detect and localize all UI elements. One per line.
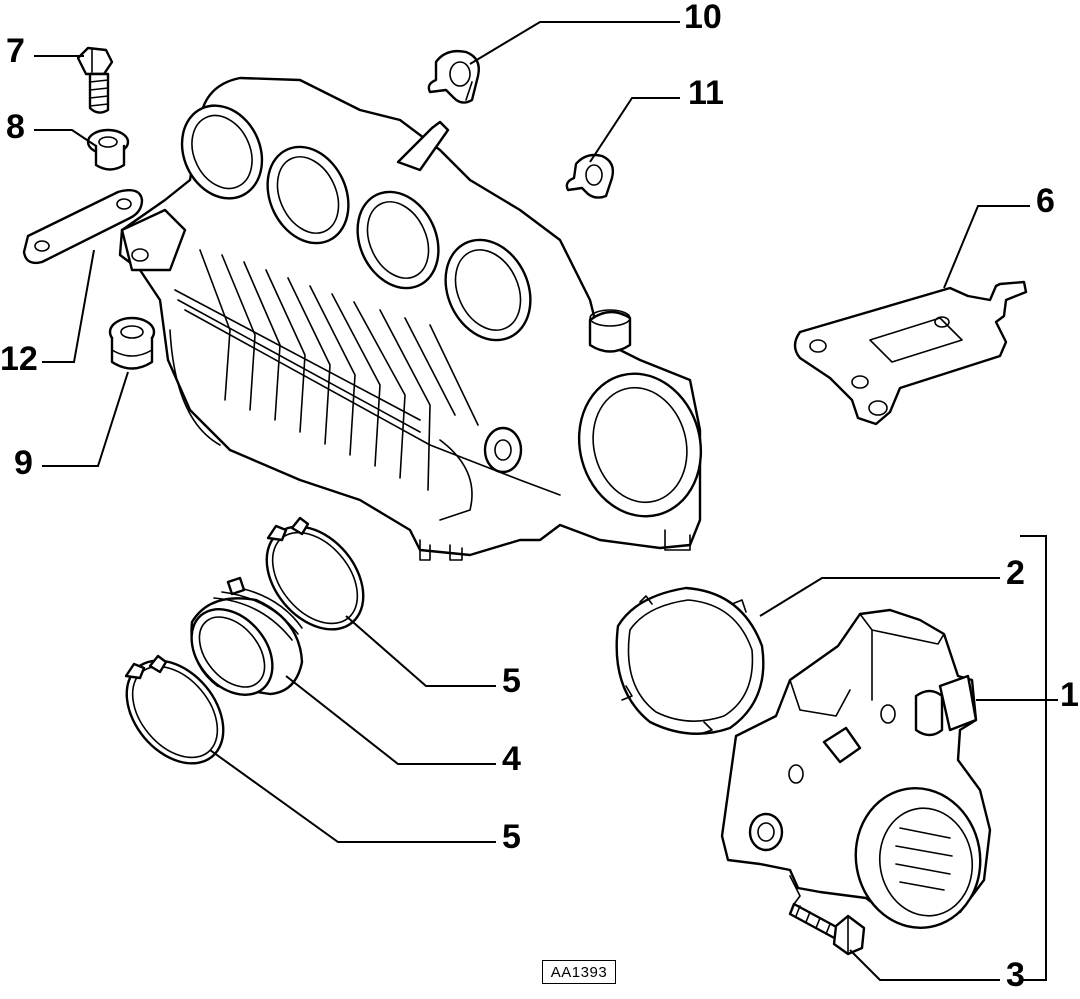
callout-4: 4 <box>502 740 521 778</box>
spacer-plate-icon <box>22 189 144 265</box>
callout-10: 10 <box>684 0 722 36</box>
rubber-sleeve-icon <box>190 576 304 696</box>
bushing-icon <box>86 128 130 171</box>
callout-7: 7 <box>6 32 25 70</box>
callout-5-upper: 5 <box>502 662 521 700</box>
pipe-clip-icon <box>427 49 480 104</box>
gasket-ring-icon <box>615 586 765 735</box>
callout-1: 1 <box>1060 676 1079 714</box>
grommet-icon <box>108 316 156 370</box>
bolt-icon <box>76 46 114 114</box>
intake-manifold-icon <box>118 76 703 561</box>
callout-8: 8 <box>6 108 25 146</box>
callout-2: 2 <box>1006 554 1025 592</box>
reference-code-label: AA1393 <box>542 960 616 984</box>
bracket-plate-icon <box>793 280 1028 426</box>
throttle-body-icon <box>720 608 992 929</box>
hose-clamp-icon <box>124 654 225 765</box>
callout-5-lower: 5 <box>502 818 521 856</box>
callout-3: 3 <box>1006 956 1025 994</box>
callout-11: 11 <box>688 74 724 112</box>
bolt-icon <box>788 902 866 956</box>
leader-lines <box>34 21 1058 981</box>
callout-6: 6 <box>1036 182 1055 220</box>
callout-12: 12 <box>0 340 38 378</box>
callout-9: 9 <box>14 444 33 482</box>
